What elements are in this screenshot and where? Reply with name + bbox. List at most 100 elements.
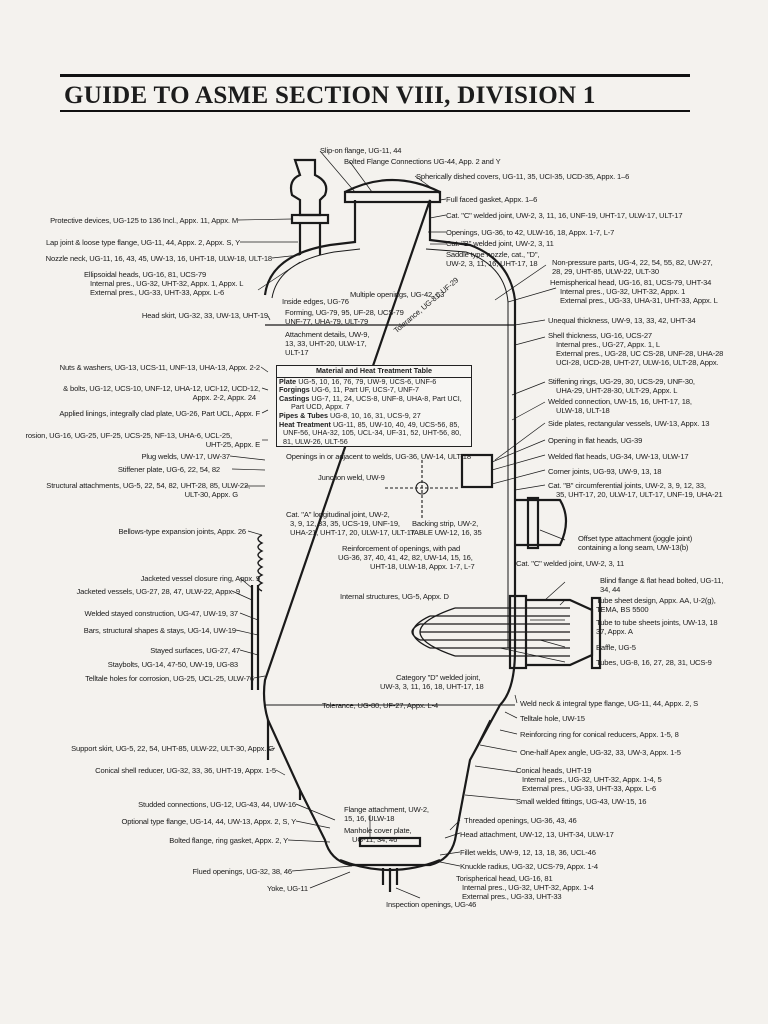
- material-table-row: Plate UG-5, 10, 16, 76, 79, UW-9, UCS-6,…: [279, 376, 437, 386]
- relief-valve-flange: [290, 213, 330, 225]
- label-nuts-washers: Nuts & washers, UG-13, UCS-11, UNF-13, U…: [59, 363, 261, 372]
- label-threaded-openings: Threaded openings, UG-36, 43, 46: [464, 816, 577, 825]
- label-welded-flat-heads: Welded flat heads, UG-34, UW-13, ULW-17: [548, 452, 689, 461]
- label-optional-flange: Optional type flange, UG-14, 44, UW-13, …: [121, 817, 296, 826]
- label-cat-b-joint: Cat. "B" welded joint, UW-2, 3, 11: [446, 239, 554, 248]
- material-table-row: UNF-56, UHA-32, 105, UCL-34, UF-31, 52, …: [283, 428, 462, 438]
- label-manhole-cover-2: UG-11, 34, 46: [352, 835, 398, 844]
- label-ellipsoidal-external: External pres., UG-33, UHT-33, Appx. L-6: [90, 288, 225, 297]
- label-tolerance-bottom: Tolerance, UG-80, UF-27, Appx. L-4: [322, 701, 439, 710]
- label-jacket-closure: Jacketed vessel closure ring, Appx. 9: [140, 574, 261, 583]
- label-multiple-openings: Multiple openings, UG-42, 53: [350, 290, 445, 299]
- label-unequal-thickness: Unequal thickness, UW-9, 13, 33, 42, UHT…: [548, 316, 696, 325]
- material-heat-treatment-table: Material and Heat Treatment Table Plate …: [276, 365, 472, 447]
- label-attachment-details: Attachment details, UW-9,: [285, 330, 370, 339]
- title-rule-bottom: [60, 110, 690, 112]
- label-saddle-nozzle-2: UW-2, 3, 11, 16, UHT-17, 18: [446, 259, 538, 268]
- label-conical-internal: Internal pres., UG-32, UHT-32, Appx. 1-4…: [522, 775, 662, 784]
- material-table-row: Castings UG-7, 11, 24, UCS-8, UNF-8, UHA…: [279, 393, 462, 403]
- label-tube-joints-2: 37, Appx. A: [596, 627, 633, 636]
- label-knuckle-radius: Knuckle radius, UG-32, UCS-79, Appx. 1-4: [460, 862, 598, 871]
- label-tube-sheet-design: Tube sheet design, Appx. AA, U-2(g),: [596, 596, 716, 605]
- label-torispherical-internal: Internal pres., UG-32, UHT-32, Appx. 1-4: [462, 883, 594, 892]
- label-torispherical-head: Torispherical head, UG-16, 81: [456, 874, 553, 883]
- label-yoke: Yoke, UG-11: [267, 884, 308, 893]
- label-baffle: Baffle, UG-5: [596, 643, 636, 652]
- label-inside-edges: Inside edges, UG-76: [282, 297, 349, 306]
- label-tube-sheet-design-2: TEMA, BS 5500: [596, 605, 649, 614]
- label-category-d-joint-2: UW-3, 3, 11, 16, 18, UHT-17, 18: [380, 682, 484, 691]
- label-half-apex-angle: One-half Apex angle, UG-32, 33, UW-3, Ap…: [520, 748, 681, 757]
- label-offset-attachment-2: containing a long seam, UW-13(b): [578, 543, 689, 552]
- label-corrosion: rosion, UG-16, UG-25, UF-25, UCS-25, NF-…: [25, 431, 232, 440]
- channel-flange: [526, 496, 540, 550]
- label-reinforcing-ring: Reinforcing ring for conical reducers, A…: [520, 730, 679, 739]
- label-non-pressure-parts: Non-pressure parts, UG-4, 22, 54, 55, 82…: [552, 258, 713, 267]
- label-forming: Forming, UG-79, 95, UF-28, UCS-79: [285, 308, 404, 317]
- label-openings: Openings, UG-36, to 42, ULW-16, 18, Appx…: [446, 228, 615, 237]
- label-cat-b-circumferential: Cat. "B" circumferential joints, UW-2, 3…: [548, 481, 706, 490]
- bellows-expansion-joint: [257, 534, 264, 592]
- label-shell-external: External pres., UG-28, UC CS-28, UNF-28,…: [556, 349, 724, 358]
- junction-weld: [385, 460, 460, 520]
- label-head-attachment: Head attachment, UW-12, 13, UHT-34, ULW-…: [460, 830, 614, 839]
- label-bolted-flange-connections: Bolted Flange Connections UG-44, App. 2 …: [344, 157, 501, 166]
- label-cat-a-joint: Cat. "A" longitudinal joint, UW-2,: [286, 510, 390, 519]
- label-head-skirt: Head skirt, UG-32, 33, UW-13, UHT-19: [141, 311, 268, 320]
- label-cat-a-joint-2: 3, 9, 12, 33, 35, UCS-19, UNF-19,: [290, 519, 400, 528]
- label-welded-stayed: Welded stayed construction, UG-47, UW-19…: [84, 609, 238, 618]
- page-title: GUIDE TO ASME SECTION VIII, DIVISION 1: [64, 82, 596, 109]
- label-protective-devices: Protective devices, UG-125 to 136 Incl.,…: [50, 216, 238, 225]
- label-staybolts: Staybolts, UG-14, 47-50, UW-19, UG-83: [107, 660, 238, 669]
- material-table-row: Heat Treatment UG-11, 85, UW-10, 40, 49,…: [279, 419, 460, 429]
- material-table-row: 81, ULW-26, ULT-56: [283, 436, 348, 446]
- label-shell-internal: Internal pres., UG-27, Appx. 1, L: [556, 340, 660, 349]
- label-small-welded-fittings: Small welded fittings, UG-43, UW-15, 16: [516, 797, 647, 806]
- label-attachment-details-2: 13, 33, UHT-20, ULW-17,: [285, 339, 367, 348]
- label-opening-flat-heads: Opening in flat heads, UG-39: [548, 436, 643, 445]
- label-welded-connection-2: ULW-18, ULT-18: [556, 406, 610, 415]
- label-blind-flange: Blind flange & flat head bolted, UG-11,: [600, 576, 724, 585]
- label-weld-neck-flange: Weld neck & integral type flange, UG-11,…: [520, 699, 699, 708]
- label-studded-connections: Studded connections, UG-12, UG-43, 44, U…: [138, 800, 296, 809]
- label-conical-external: External pres., UG-33, UHT-33, Appx. L-6: [522, 784, 657, 793]
- leader-lines: [229, 150, 566, 899]
- label-cat-a-joint-3: UHA-21, UHT-17, 20, ULW-17, ULT-17: [290, 528, 415, 537]
- label-flange-attachment-2: 15, 16, ULW-18: [344, 814, 395, 823]
- label-bolts: & bolts, UG-12, UCS-10, UNF-12, UHA-12, …: [63, 384, 260, 393]
- label-stiffening-rings: Stiffening rings, UG-29, 30, UCS-29, UNF…: [548, 377, 695, 386]
- material-table-heading: Material and Heat Treatment Table: [277, 366, 471, 378]
- label-internal-structures: Internal structures, UG-5, Appx. D: [340, 592, 449, 601]
- tube-bundle: [411, 607, 570, 657]
- label-inspection-openings: Inspection openings, UG-46: [386, 900, 477, 909]
- top-nozzle-flange: [343, 190, 442, 204]
- label-bolts-2: Appx. 2-2, Appx. 24: [192, 393, 257, 402]
- exchanger-channel: [515, 498, 568, 547]
- label-reinforcement-openings: Reinforcement of openings, with pad: [342, 544, 461, 553]
- manhole-flange: [358, 836, 422, 848]
- label-tube-joints: Tube to tube sheets joints, UW-13, 18: [596, 618, 718, 627]
- label-ellipsoidal-internal: Internal pres., UG-32, UHT-32, Appx. 1, …: [90, 279, 244, 288]
- label-saddle-nozzle: Saddle type nozzle, cat., "D",: [446, 250, 540, 259]
- material-table-row: Forgings UG-6, 11, Part UF, UCS-7, UNF-7: [279, 385, 420, 395]
- label-bars-stays: Bars, structural shapes & stays, UG-14, …: [83, 626, 236, 635]
- blind-flange: [590, 596, 602, 670]
- label-welded-connection: Welded connection, UW-15, 16, UHT-17, 18…: [548, 397, 692, 406]
- label-blind-flange-2: 34, 44: [600, 585, 621, 594]
- side-nozzle: [460, 453, 494, 489]
- label-category-d-joint: Category "D" welded joint,: [396, 673, 481, 682]
- label-telltale-corrosion: Telltale holes for corrosion, UG-25, UCL…: [85, 674, 254, 683]
- label-hemispherical-head: Hemispherical head, UG-16, 81, UCS-79, U…: [550, 278, 712, 287]
- vessel-shell-outline: [262, 199, 517, 867]
- label-forming-2: UNF-77, UHA-79, ULT-79: [285, 317, 369, 326]
- label-hemispherical-external: External pres., UG-33, UHA-31, UHT-33, A…: [560, 296, 718, 305]
- label-shell-thickness: Shell thickness, UG-16, UCS-27: [548, 331, 652, 340]
- label-stiffening-rings-2: UHA-29, UHT-28-30, ULT-29, Appx. L: [556, 386, 678, 395]
- label-backing-strip: Backing strip, UW-2,: [412, 519, 479, 528]
- label-support-skirt: Support skirt, UG-5, 22, 54, UHT-85, ULW…: [71, 744, 274, 753]
- label-telltale-hole: Telltale hole, UW-15: [520, 714, 585, 723]
- top-dome: [344, 178, 441, 193]
- label-cat-c-joint: Cat. "C" welded joint, UW-2, 3, 11, 16, …: [446, 211, 683, 220]
- label-full-face-gasket: Full faced gasket, Appx. 1–6: [446, 195, 538, 204]
